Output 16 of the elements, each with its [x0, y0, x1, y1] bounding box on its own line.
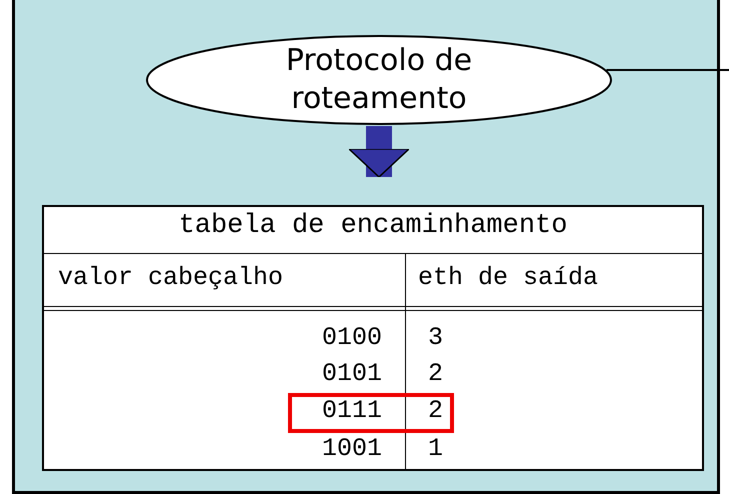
column-header: valor cabeçalho: [58, 263, 284, 293]
table-cell: 0111: [322, 396, 382, 426]
table-cell: 2: [428, 359, 444, 389]
table-cell: 1001: [322, 434, 382, 464]
table-cell: 3: [428, 323, 444, 353]
table-title: tabela de encaminhamento: [178, 211, 568, 241]
table-cell: 0100: [322, 323, 382, 353]
routing-table: [42, 205, 704, 471]
process-ellipse: [145, 34, 613, 126]
column-header: eth de saída: [418, 263, 598, 293]
table-cell: 1: [428, 434, 444, 464]
table-cell: 0101: [322, 359, 382, 389]
connector-line: [606, 69, 729, 71]
block-arrow: [348, 126, 410, 178]
table-cell: 2: [428, 396, 444, 426]
node-label: Protocolo de roteamento: [284, 42, 474, 118]
